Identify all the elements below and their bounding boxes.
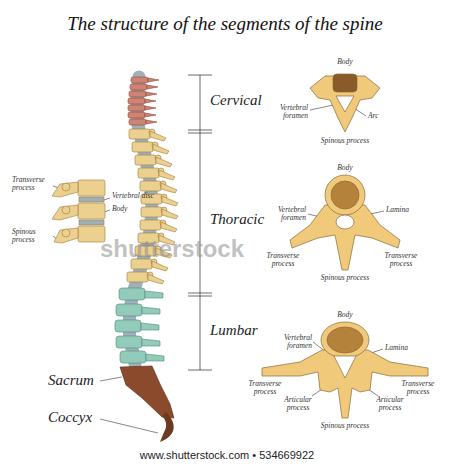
diagram-title: The structure of the segments of the spi… — [0, 14, 450, 34]
part-label: Spinous process — [12, 228, 52, 244]
segment-label: Lumbar — [210, 323, 290, 339]
part-label: Vertebral foramen — [268, 334, 312, 350]
thoracic-top-view — [290, 175, 400, 270]
part-label: Transverse process — [380, 252, 422, 268]
part-label: Body — [333, 58, 357, 66]
part-label: Vertebral foramen — [268, 104, 308, 120]
part-label: Articular process — [368, 396, 412, 412]
part-label: Transverse process — [262, 252, 304, 268]
segment-label: Thoracic — [210, 212, 290, 228]
part-label: Body — [112, 205, 152, 213]
part-label: Transverse process — [396, 380, 440, 396]
part-label: Transverse process — [12, 176, 52, 192]
lumbar-vertebrae — [115, 288, 164, 363]
part-label: Arc — [368, 112, 398, 120]
part-label: Lamina — [386, 206, 426, 214]
segment-label: Coccyx — [48, 410, 108, 426]
cervical-top-view — [310, 74, 380, 132]
part-label: Transverse process — [244, 380, 286, 396]
part-label: Body — [333, 164, 357, 172]
part-label: Spinous process — [315, 422, 375, 430]
coccyx-bone — [160, 412, 174, 442]
lateral-inset — [52, 180, 105, 243]
part-label: Lamina — [385, 344, 425, 352]
part-label: Body — [333, 311, 357, 319]
cervical-vertebrae — [128, 77, 159, 125]
part-label: Vertebral disc — [112, 192, 162, 200]
sacrum-bone — [120, 366, 174, 418]
segment-label: Sacrum — [48, 373, 108, 389]
part-label: Vertebral foramen — [264, 206, 306, 222]
watermark: www.shutterstock.com • 534669922 — [2, 450, 450, 462]
part-label: Articular process — [276, 396, 320, 412]
segment-bracket — [188, 75, 212, 370]
lumbar-top-view — [262, 322, 428, 418]
watermark: shutterstock — [100, 236, 244, 261]
part-label: Spinous process — [315, 274, 375, 282]
segment-label: Cervical — [210, 93, 290, 109]
part-label: Spinous process — [315, 137, 375, 145]
